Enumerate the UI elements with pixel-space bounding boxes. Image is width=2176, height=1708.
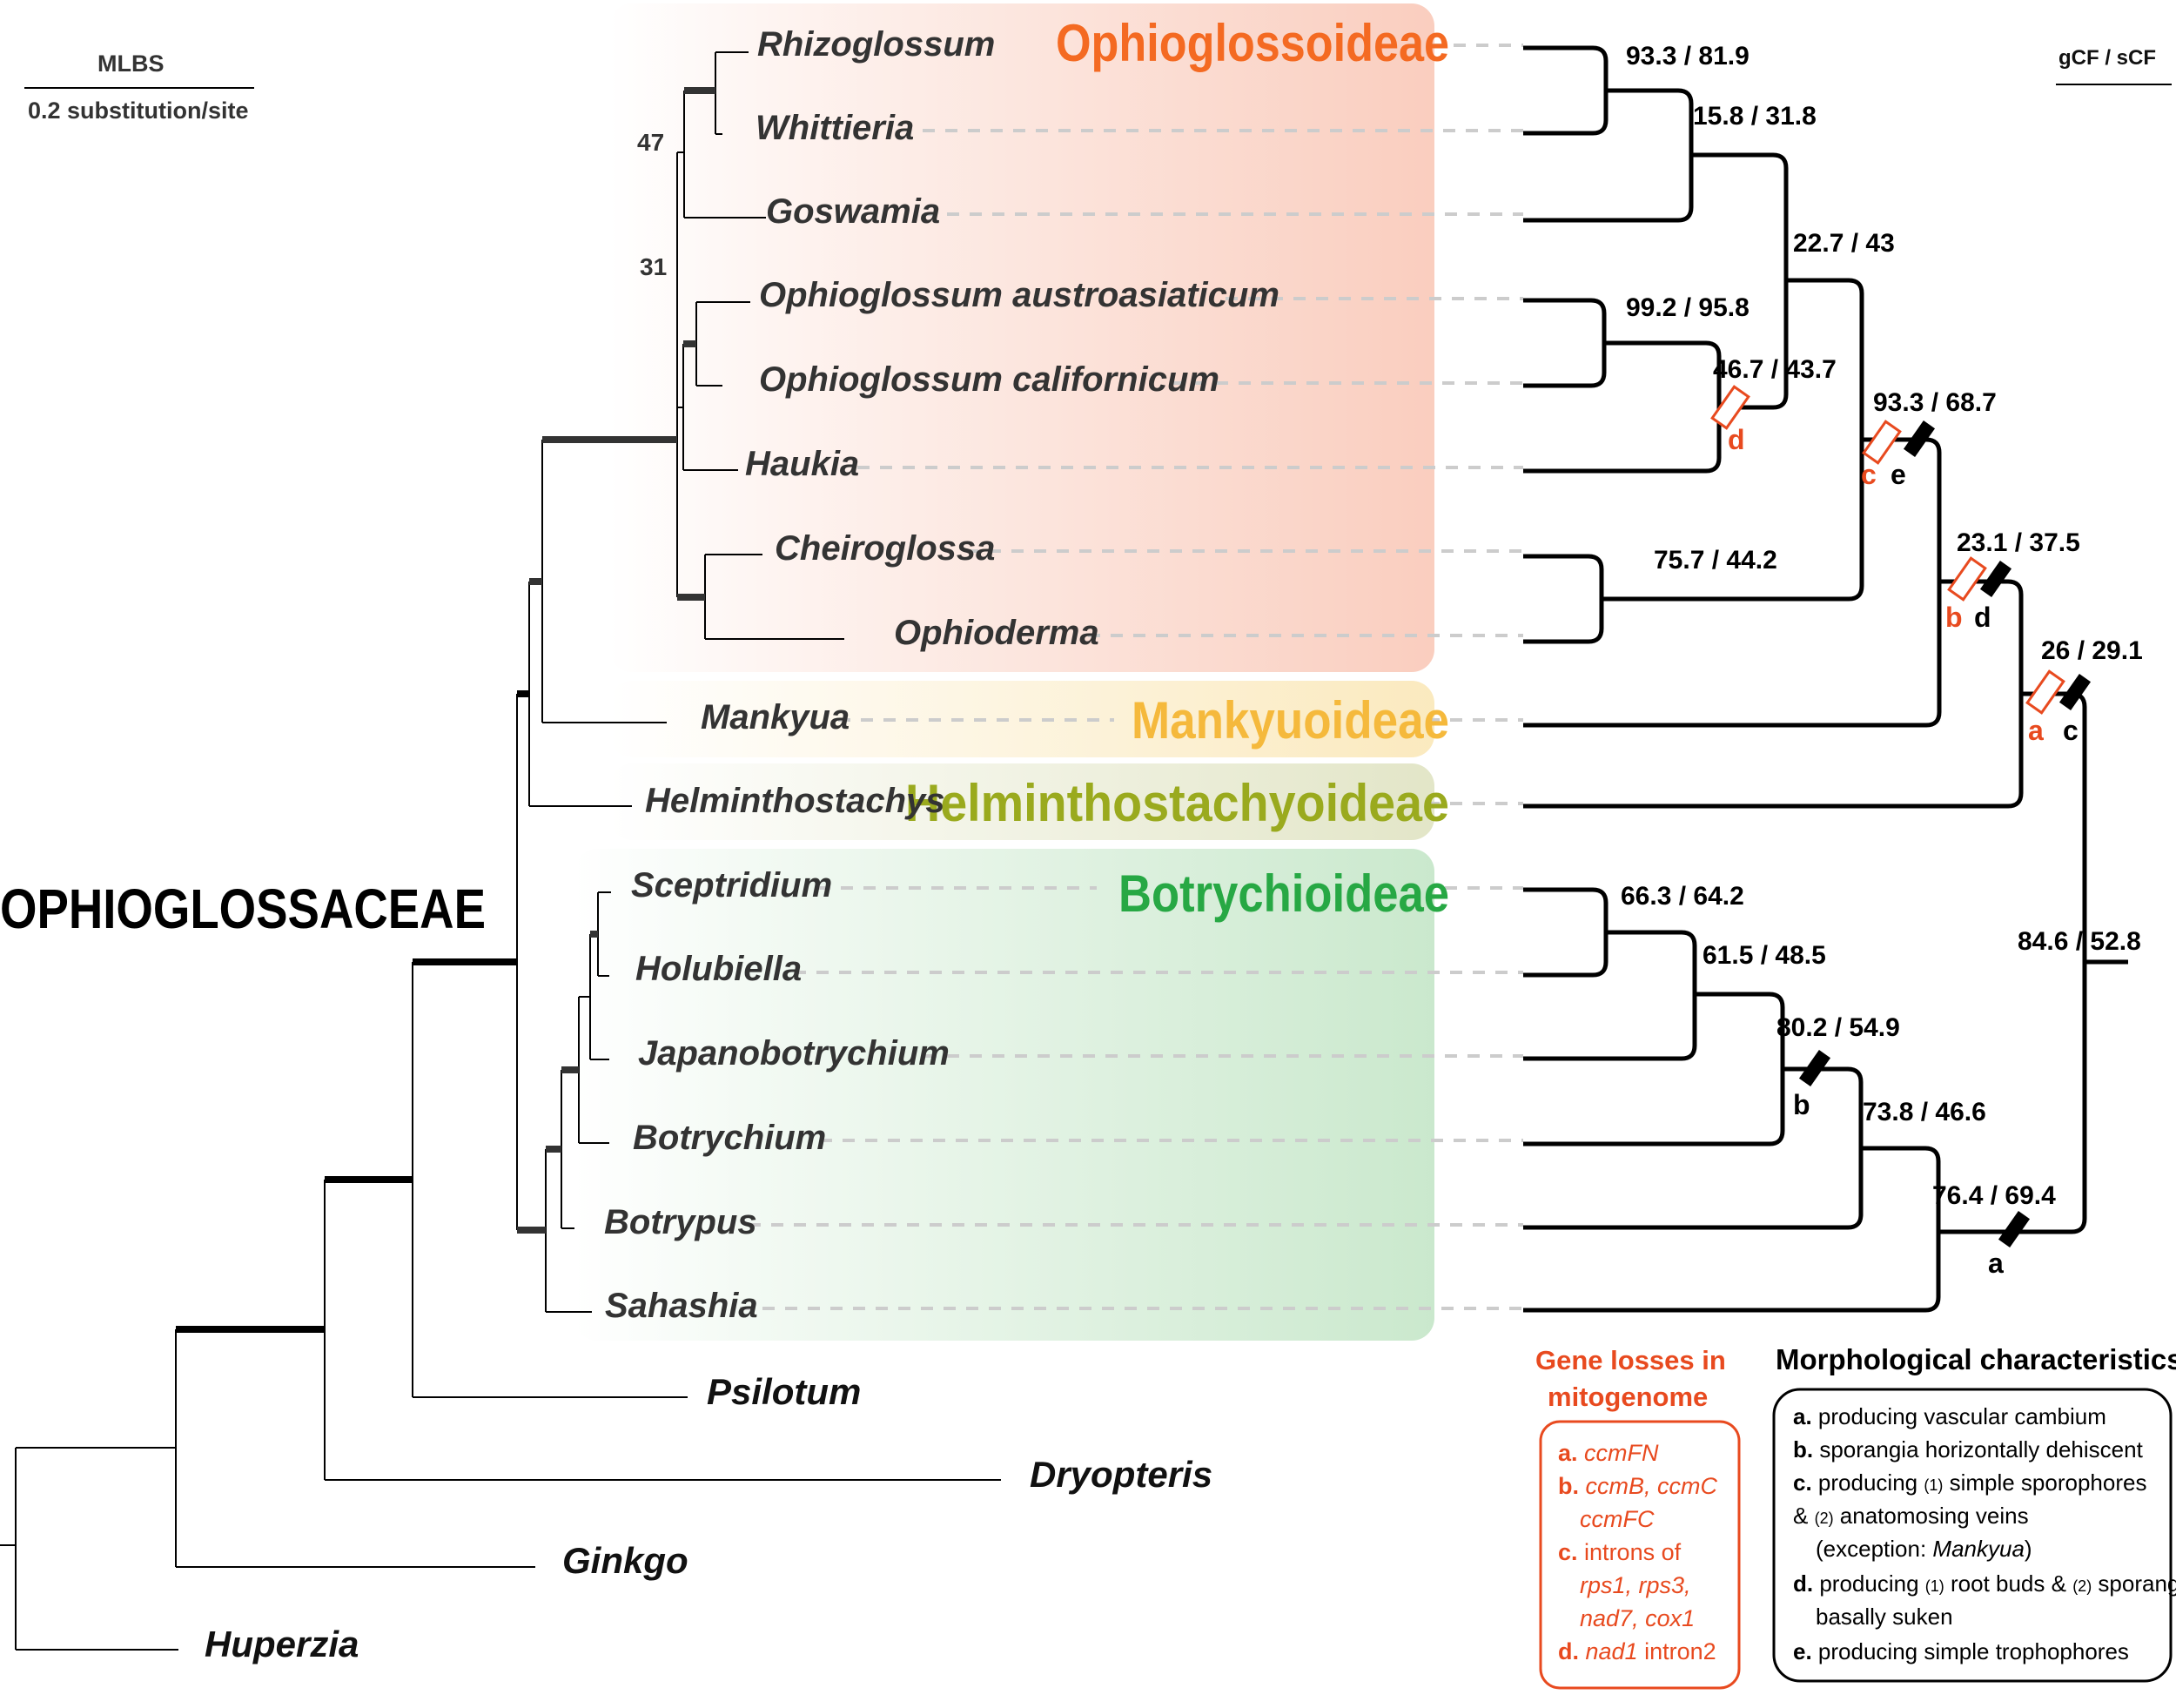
taxon-label: Sahashia [605, 1287, 758, 1325]
cf-label: gCF / sCF [2058, 46, 2156, 70]
svg-text:b. sporangia horizontally dehi: b. sporangia horizontally dehiscent [1793, 1436, 2144, 1463]
cf-value: 73.8 / 46.6 [1863, 1098, 1986, 1126]
gene-loss-marker-a [2025, 669, 2065, 715]
subfamily-label-helminthostachyoideae: Helminthostachyoideae [905, 774, 1449, 832]
cf-value: 75.7 / 44.2 [1654, 546, 1777, 575]
taxon-label: Ophioglossum austroasiaticum [759, 276, 1279, 314]
taxon-label: Cheiroglossa [775, 529, 995, 568]
svg-text:d. nad1 intron2: d. nad1 intron2 [1558, 1638, 1716, 1664]
svg-text:basally suken: basally suken [1816, 1604, 1953, 1630]
taxon-label: Holubiella [635, 950, 802, 988]
cf-value: 22.7 / 43 [1793, 229, 1895, 258]
taxon-label: Sceptridium [631, 866, 832, 904]
morph-marker-c [2058, 674, 2092, 710]
taxon-label: Goswamia [766, 192, 940, 231]
cf-value: 80.2 / 54.9 [1776, 1013, 1900, 1042]
svg-text:e. producing simple trophophor: e. producing simple trophophores [1793, 1638, 2129, 1664]
outgroup-label: Ginkgo [562, 1540, 688, 1581]
cladogram [1523, 45, 2128, 1313]
taxon-labels: Rhizoglossum Whittieria Goswamia Ophiogl… [205, 25, 1279, 1664]
gene-loss-marker-c [1862, 420, 1902, 465]
taxon-label: Botrypus [604, 1203, 757, 1241]
mlbs-value: 47 [637, 129, 664, 156]
gene-loss-letter: c [1861, 459, 1877, 490]
cf-value: 99.2 / 95.8 [1626, 293, 1750, 322]
cf-value: 23.1 / 37.5 [1957, 528, 2080, 557]
morph-letter: d [1974, 602, 1991, 633]
botrychioideae-box [574, 849, 1434, 1341]
cf-value: 61.5 / 48.5 [1703, 941, 1826, 970]
morph-marker-b [1798, 1050, 1831, 1086]
family-label: OPHIOGLOSSACEAE [0, 878, 486, 940]
gene-loss-letter: d [1728, 424, 1745, 455]
taxon-label: Ophioderma [894, 614, 1099, 652]
svg-text:rps1, rps3,: rps1, rps3, [1580, 1572, 1691, 1598]
event-letters: d c b a e d c b a [1728, 424, 2079, 1279]
svg-text:ccmFC: ccmFC [1580, 1506, 1655, 1532]
gene-losses-box [1539, 1420, 1741, 1690]
supported-branches [176, 87, 715, 1333]
svg-text:& (2) anatomosing veins: & (2) anatomosing veins [1793, 1503, 2029, 1529]
svg-text:(exception: Mankyua): (exception: Mankyua) [1816, 1536, 2032, 1562]
mlbs-value: 31 [640, 253, 667, 280]
gene-losses-legend: Gene losses in mitogenome a. ccmFN b. cc… [1535, 1345, 1741, 1690]
morph-marker-d [1979, 561, 2012, 597]
morph-marker-a [1998, 1211, 2031, 1247]
mlbs-label: MLBS [97, 50, 165, 77]
gene-losses-title: Gene losses in [1535, 1345, 1726, 1375]
subfamily-label-botrychioideae: Botrychioideae [1118, 864, 1449, 923]
svg-text:c. introns of: c. introns of [1558, 1539, 1682, 1565]
morph-letter: a [1988, 1247, 2004, 1279]
ophioglossoideae-box [609, 3, 1434, 672]
morph-letter: b [1793, 1089, 1810, 1120]
concordance-labels: 93.3 / 81.9 15.8 / 31.8 22.7 / 43 99.2 /… [1621, 42, 2143, 1210]
cf-value: 46.7 / 43.7 [1713, 355, 1837, 384]
taxon-label: Rhizoglossum [757, 25, 995, 64]
svg-text:c. producing (1) simple sporop: c. producing (1) simple sporophores [1793, 1469, 2146, 1496]
taxon-label: Helminthostachys [645, 782, 945, 820]
taxon-label: Whittieria [756, 109, 914, 147]
svg-text:nad7, cox1: nad7, cox1 [1580, 1605, 1695, 1631]
morphology-title: Morphological characteristics [1776, 1343, 2176, 1375]
cf-value: 84.6 / 52.8 [2018, 927, 2141, 956]
event-markers [1710, 385, 2092, 1247]
outgroup-label: Huperzia [205, 1624, 359, 1664]
taxon-label: Mankyua [701, 698, 850, 736]
taxon-label: Haukia [745, 445, 859, 483]
svg-text:b. ccmB, ccmC: b. ccmB, ccmC [1558, 1473, 1718, 1499]
svg-text:a. producing vascular cambium: a. producing vascular cambium [1793, 1403, 2106, 1429]
svg-text:d. producing (1) root buds & (: d. producing (1) root buds & (2) sporang… [1793, 1570, 2176, 1597]
helminthostachyoideae-box [609, 763, 1434, 840]
morph-letter: e [1891, 459, 1906, 490]
svg-text:a. ccmFN: a. ccmFN [1558, 1440, 1659, 1466]
morphology-box [1772, 1388, 2173, 1683]
morph-marker-e [1903, 420, 1936, 457]
subfamily-label-mankyuoideae: Mankyuoideae [1132, 691, 1449, 750]
gene-loss-marker-d [1710, 385, 1750, 430]
cf-value: 76.4 / 69.4 [1932, 1181, 2056, 1210]
taxon-label: Ophioglossum californicum [759, 360, 1219, 399]
cf-value: 93.3 / 81.9 [1626, 42, 1750, 71]
cf-value: 66.3 / 64.2 [1621, 882, 1744, 911]
scale-unit-label: 0.2 substitution/site [28, 98, 249, 124]
morph-letter: c [2063, 715, 2079, 746]
outgroup-label: Psilotum [707, 1371, 861, 1412]
taxon-label: Japanobotrychium [638, 1034, 950, 1073]
cf-value: 26 / 29.1 [2041, 636, 2143, 665]
cf-value: 15.8 / 31.8 [1693, 102, 1817, 131]
subfamily-label-ophioglossoideae: Ophioglossoideae [1056, 14, 1449, 72]
taxon-label: Botrychium [633, 1119, 826, 1157]
outgroup-label: Dryopteris [1030, 1454, 1212, 1495]
gene-loss-letter: b [1945, 602, 1963, 633]
morphology-legend: Morphological characteristics a. produci… [1772, 1343, 2176, 1683]
gene-losses-title: mitogenome [1548, 1382, 1708, 1412]
gene-loss-marker-b [1947, 556, 1987, 602]
cf-value: 93.3 / 68.7 [1873, 388, 1997, 417]
gene-loss-letter: a [2028, 715, 2044, 746]
dotted-connectors [740, 44, 1523, 1310]
